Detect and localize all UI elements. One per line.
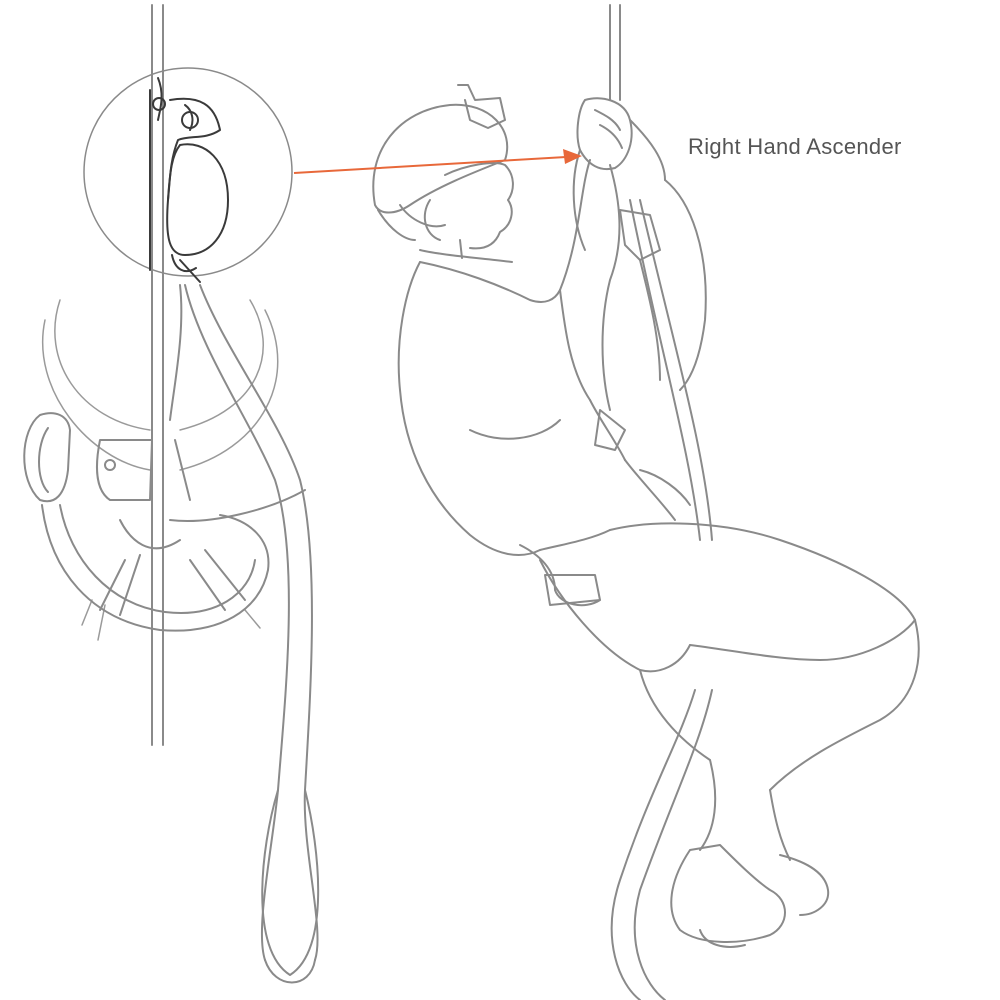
harness — [519, 209, 691, 607]
annotation-arrow — [293, 149, 582, 174]
lower-harness-loop — [41, 489, 306, 632]
main-rope-right — [609, 4, 713, 1000]
magnifier-circle — [83, 67, 293, 277]
left-arm — [559, 149, 591, 401]
seat-and-legs — [539, 522, 920, 861]
carabiner-left — [23, 412, 71, 503]
head-face — [419, 162, 514, 263]
chest-ascender — [96, 439, 191, 501]
annotation-label: Right Hand Ascender — [688, 134, 902, 159]
foot-loop-lanyard — [169, 284, 320, 984]
right-arm-hand — [576, 97, 707, 391]
boots — [670, 844, 830, 948]
torso-jacket — [397, 159, 621, 556]
ascender-device-icon — [149, 77, 229, 283]
helmet — [372, 84, 509, 241]
